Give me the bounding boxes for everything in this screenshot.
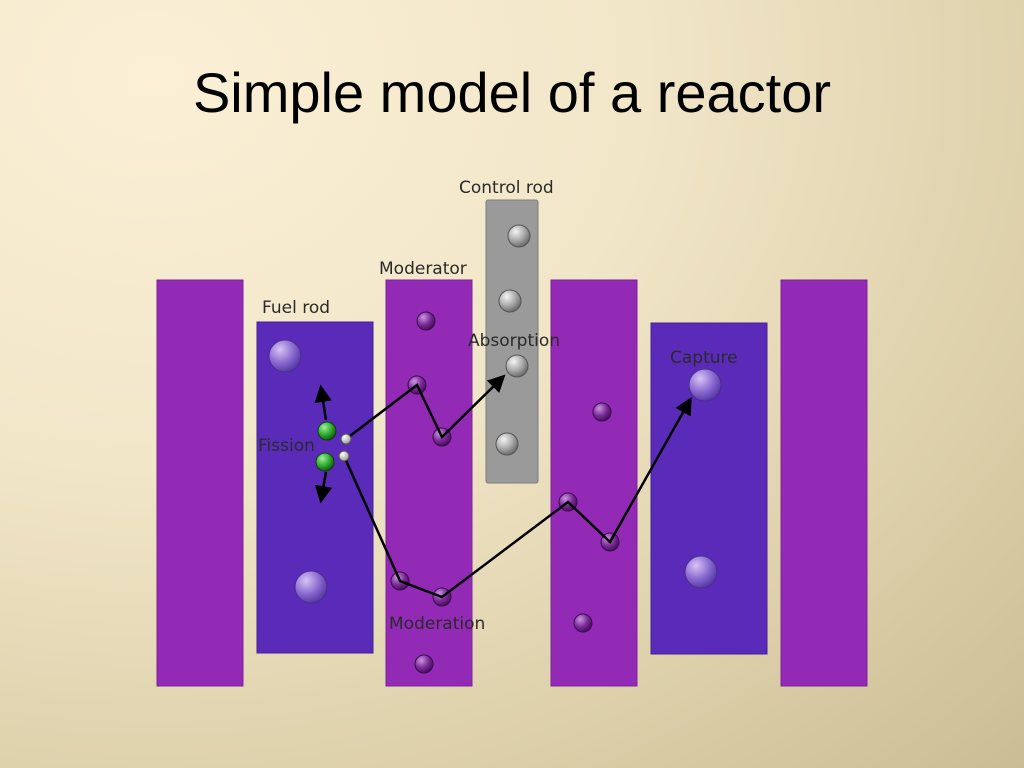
moderator-rod-1 [156,279,244,687]
label-capture: Capture [670,348,738,368]
neutron [338,450,350,462]
moderator-rod-2 [385,279,473,687]
fuel-atom [294,570,328,604]
absorber-atom [498,289,522,313]
slide-title: Simple model of a reactor [192,61,832,124]
moderator-rod-3 [550,279,638,687]
moderator-rod-4 [780,279,868,687]
moderator-atom [592,402,612,422]
fuel-atom [268,339,302,373]
label-moderation: Moderation [389,614,485,634]
neutron-path-capture [342,396,692,599]
moderator-atom [573,613,593,633]
fuel-atom [688,368,722,402]
fission-fragment [317,421,337,441]
label-moderator: Moderator [379,259,467,279]
label-fission: Fission [258,436,315,456]
neutron-path-absorption [345,374,506,440]
label-control-rod: Control rod [459,178,554,198]
moderator-atom [416,311,436,331]
fission-fragment [315,452,335,472]
fuel-rod-1 [256,321,374,654]
label-absorption: Absorption [468,331,560,351]
neutron [340,433,352,445]
absorber-atom [505,354,529,378]
absorber-atom [495,432,519,456]
label-fuel-rod: Fuel rod [262,298,330,318]
fuel-atom [684,555,718,589]
absorber-atom [507,224,531,248]
control-rod [485,199,539,484]
fragment-arrow-up [314,384,332,421]
fragment-arrow-down [314,471,333,504]
moderator-atom [414,654,434,674]
